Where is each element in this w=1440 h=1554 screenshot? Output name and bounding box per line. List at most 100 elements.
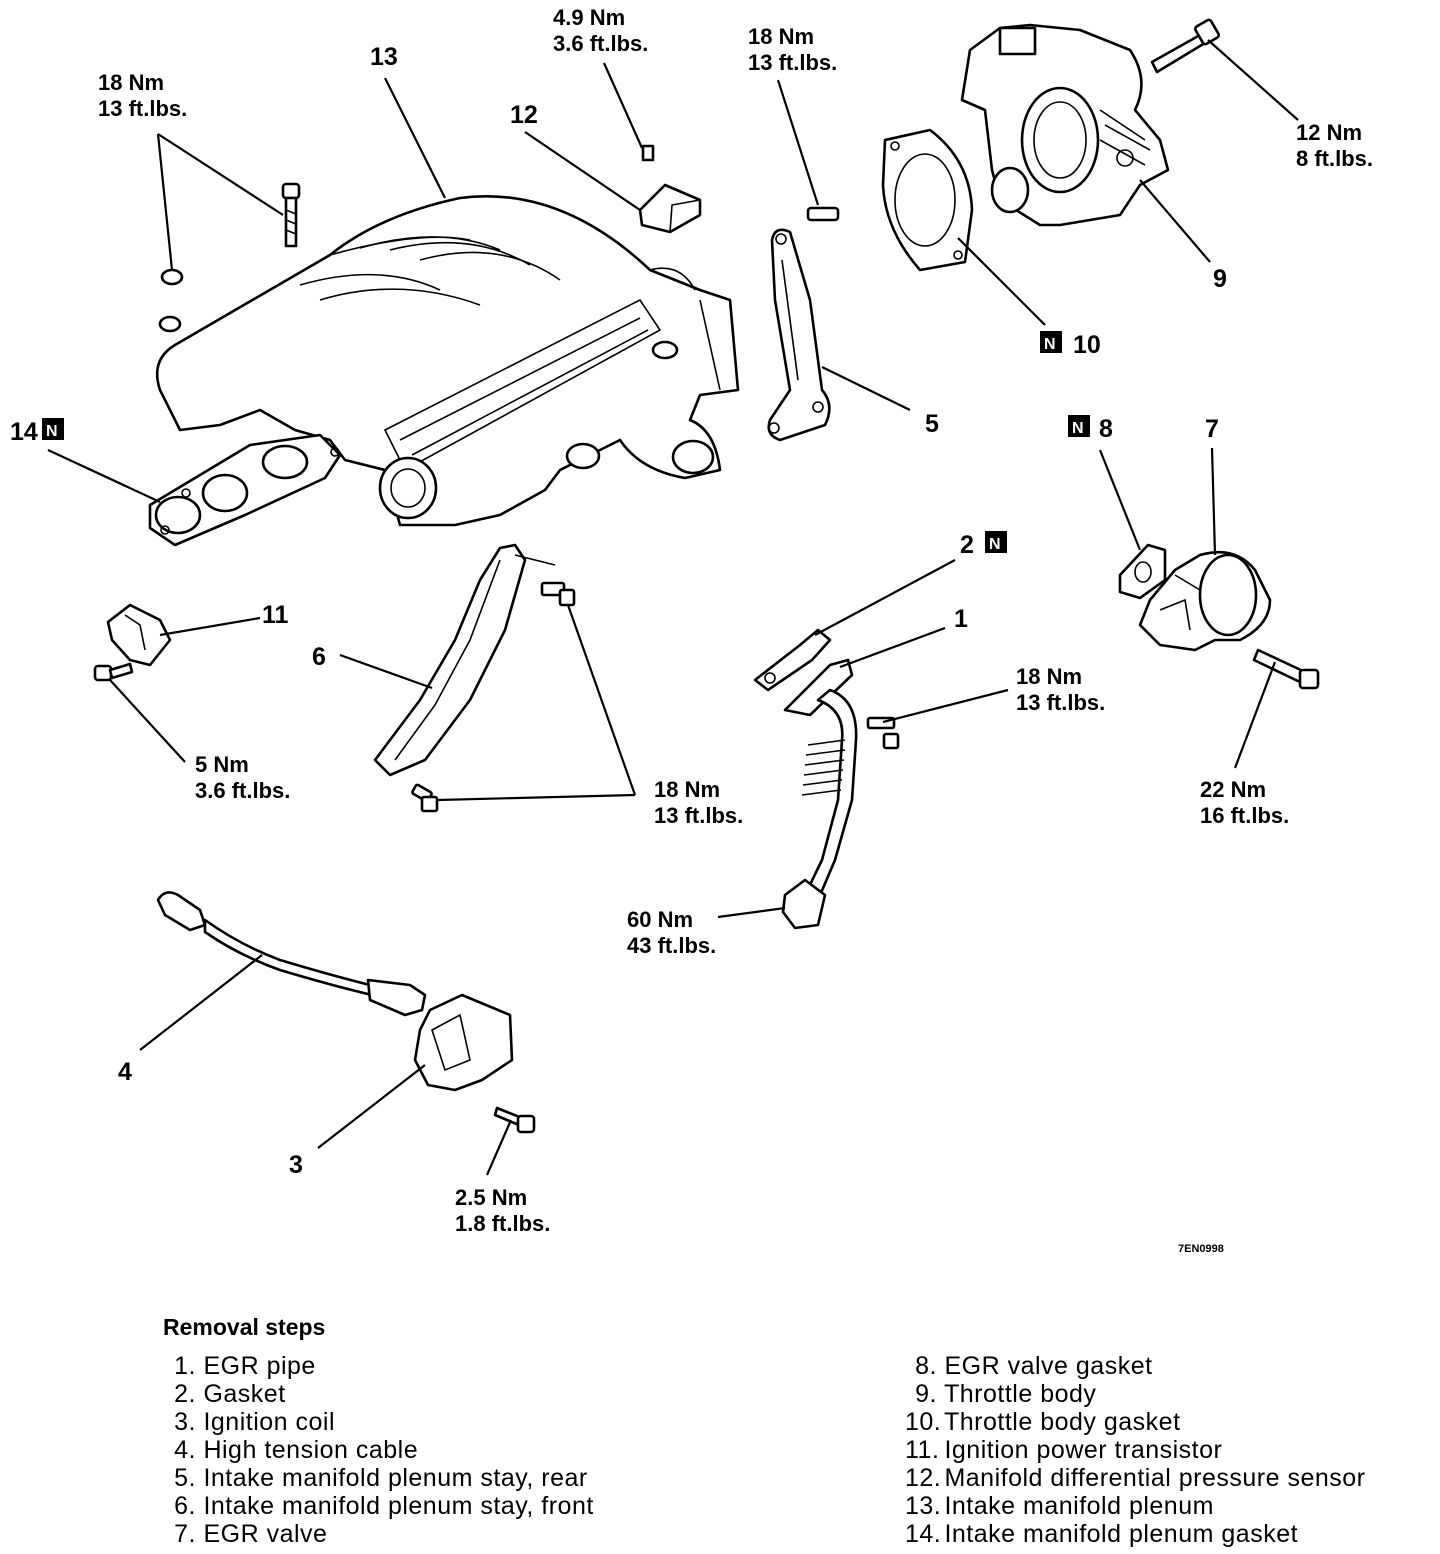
removal-steps-left-column: 1. EGR pipe 2. Gasket 3. Ignition coil 4… — [166, 1352, 594, 1548]
torque-power-transistor: 5 Nm 3.6 ft.lbs. — [195, 752, 290, 803]
svg-text:43 ft.lbs.: 43 ft.lbs. — [627, 933, 716, 958]
svg-text:N: N — [1044, 336, 1056, 353]
throttle-body — [960, 23, 1170, 227]
svg-text:60 Nm: 60 Nm — [627, 907, 693, 932]
list-item: 9. Throttle body — [915, 1380, 1097, 1408]
leader-lines — [47, 39, 1299, 1176]
high-tension-cable — [156, 891, 427, 1017]
svg-text:13 ft.lbs.: 13 ft.lbs. — [98, 96, 187, 121]
svg-text:3.6 ft.lbs.: 3.6 ft.lbs. — [195, 778, 290, 803]
list-item: 2. Gasket — [174, 1380, 286, 1408]
svg-text:22 Nm: 22 Nm — [1200, 777, 1266, 802]
list-item: 5. Intake manifold plenum stay, rear — [174, 1464, 588, 1492]
svg-text:13 ft.lbs.: 13 ft.lbs. — [748, 50, 837, 75]
intake-manifold-plenum-stay-front — [373, 543, 556, 777]
torque-egr-pipe-lower: 60 Nm 43 ft.lbs. — [627, 907, 716, 958]
figure-code: 7EN0998 — [1178, 1243, 1224, 1255]
svg-text:N: N — [989, 536, 1001, 553]
callout-1: 1 — [954, 605, 968, 633]
callout-11: 11 — [262, 601, 289, 629]
stay-front-bolt-upper — [540, 581, 576, 607]
new-part-marker-10 — [1040, 331, 1062, 353]
svg-text:5 Nm: 5 Nm — [195, 752, 249, 777]
callout-7: 7 — [1205, 415, 1219, 443]
callout-4: 4 — [118, 1058, 132, 1086]
new-part-marker-8 — [1068, 415, 1090, 437]
svg-text:3.6 ft.lbs.: 3.6 ft.lbs. — [553, 31, 648, 56]
torque-egr-valve: 22 Nm 16 ft.lbs. — [1200, 777, 1289, 828]
torque-stay-rear: 18 Nm 13 ft.lbs. — [748, 24, 837, 75]
svg-text:18 Nm: 18 Nm — [1016, 664, 1082, 689]
list-item: 10. Throttle body gasket — [905, 1408, 1181, 1436]
torque-throttle-body: 12 Nm 8 ft.lbs. — [1296, 120, 1373, 171]
svg-text:18 Nm: 18 Nm — [98, 70, 164, 95]
list-item: 11. Ignition power transistor — [905, 1436, 1223, 1464]
callout-9: 9 — [1213, 265, 1227, 293]
manifold-nut-upper — [160, 268, 184, 286]
removal-steps-right-column: 8. EGR valve gasket 9. Throttle body 10.… — [905, 1352, 1365, 1548]
new-part-marker-14 — [42, 418, 64, 440]
callout-3: 3 — [289, 1151, 303, 1179]
torque-stay-front: 18 Nm 13 ft.lbs. — [654, 777, 743, 828]
manifold-differential-pressure-sensor — [638, 144, 702, 234]
list-item: 7. EGR valve — [174, 1520, 328, 1548]
ignition-coil-bolt — [493, 1106, 536, 1134]
callout-10-group: N 10 — [1040, 331, 1101, 359]
egr-pipe-bolt — [866, 716, 900, 750]
list-item: 13. Intake manifold plenum — [905, 1492, 1214, 1520]
callout-6: 6 — [312, 643, 326, 671]
svg-text:1.8 ft.lbs.: 1.8 ft.lbs. — [455, 1211, 550, 1236]
exploded-parts-diagram: 13 12 9 5 7 1 11 6 4 3 N 10 14 N N 8 2 N… — [10, 5, 1373, 1255]
torque-egr-pipe: 18 Nm 13 ft.lbs. — [1016, 664, 1105, 715]
callout-13: 13 — [370, 43, 398, 71]
callout-12: 12 — [510, 101, 538, 129]
egr-pipe-gasket — [753, 628, 832, 692]
svg-text:13 ft.lbs.: 13 ft.lbs. — [654, 803, 743, 828]
torque-manifold-nut: 18 Nm 13 ft.lbs. — [98, 70, 187, 121]
callout-5: 5 — [925, 410, 939, 438]
svg-text:13 ft.lbs.: 13 ft.lbs. — [1016, 690, 1105, 715]
callout-14: 14 — [10, 418, 38, 446]
removal-steps-section: Removal steps 1. EGR pipe 2. Gasket 3. I… — [0, 1310, 1440, 1550]
svg-text:18 Nm: 18 Nm — [654, 777, 720, 802]
list-item: 1. EGR pipe — [174, 1352, 316, 1380]
list-item: 12. Manifold differential pressure senso… — [905, 1464, 1366, 1492]
callout-8: 8 — [1099, 415, 1113, 443]
list-item: 8. EGR valve gasket — [915, 1352, 1153, 1380]
list-item: 4. High tension cable — [174, 1436, 419, 1464]
new-part-marker-2 — [985, 531, 1007, 553]
list-item: 14. Intake manifold plenum gasket — [905, 1520, 1299, 1548]
ignition-power-transistor-bolt — [93, 662, 134, 682]
list-item: 3. Ignition coil — [174, 1408, 336, 1436]
stay-front-bolt-lower — [411, 783, 439, 813]
intake-manifold-plenum-stay-rear — [767, 206, 840, 442]
ignition-power-transistor — [106, 603, 172, 667]
callout-8-group: N 8 — [1068, 415, 1113, 443]
svg-text:16 ft.lbs.: 16 ft.lbs. — [1200, 803, 1289, 828]
throttle-body-gasket — [881, 128, 974, 272]
intake-manifold-plenum — [155, 194, 740, 527]
manifold-nut-lower — [158, 315, 182, 333]
egr-valve — [1138, 550, 1272, 652]
removal-steps-title: Removal steps — [163, 1314, 326, 1340]
svg-text:12 Nm: 12 Nm — [1296, 120, 1362, 145]
callout-2-group: 2 N — [960, 531, 1007, 559]
svg-text:2.5 Nm: 2.5 Nm — [455, 1185, 527, 1210]
callout-14-group: 14 N — [10, 418, 64, 446]
torque-ignition-coil: 2.5 Nm 1.8 ft.lbs. — [455, 1185, 550, 1236]
egr-pipe — [781, 658, 858, 930]
torque-pressure-sensor: 4.9 Nm 3.6 ft.lbs. — [553, 5, 648, 56]
svg-text:8 ft.lbs.: 8 ft.lbs. — [1296, 146, 1373, 171]
svg-text:N: N — [1072, 420, 1084, 437]
intake-manifold-plenum-gasket — [148, 433, 342, 547]
callout-2: 2 — [960, 531, 974, 559]
manifold-stud-bolt — [281, 182, 301, 248]
egr-valve-bolt — [1252, 648, 1320, 690]
svg-text:18 Nm: 18 Nm — [748, 24, 814, 49]
list-item: 6. Intake manifold plenum stay, front — [174, 1492, 594, 1520]
ignition-coil — [413, 993, 514, 1092]
callout-10: 10 — [1073, 331, 1101, 359]
svg-text:N: N — [46, 423, 58, 440]
throttle-body-bolt — [1150, 18, 1220, 74]
svg-text:4.9 Nm: 4.9 Nm — [553, 5, 625, 30]
